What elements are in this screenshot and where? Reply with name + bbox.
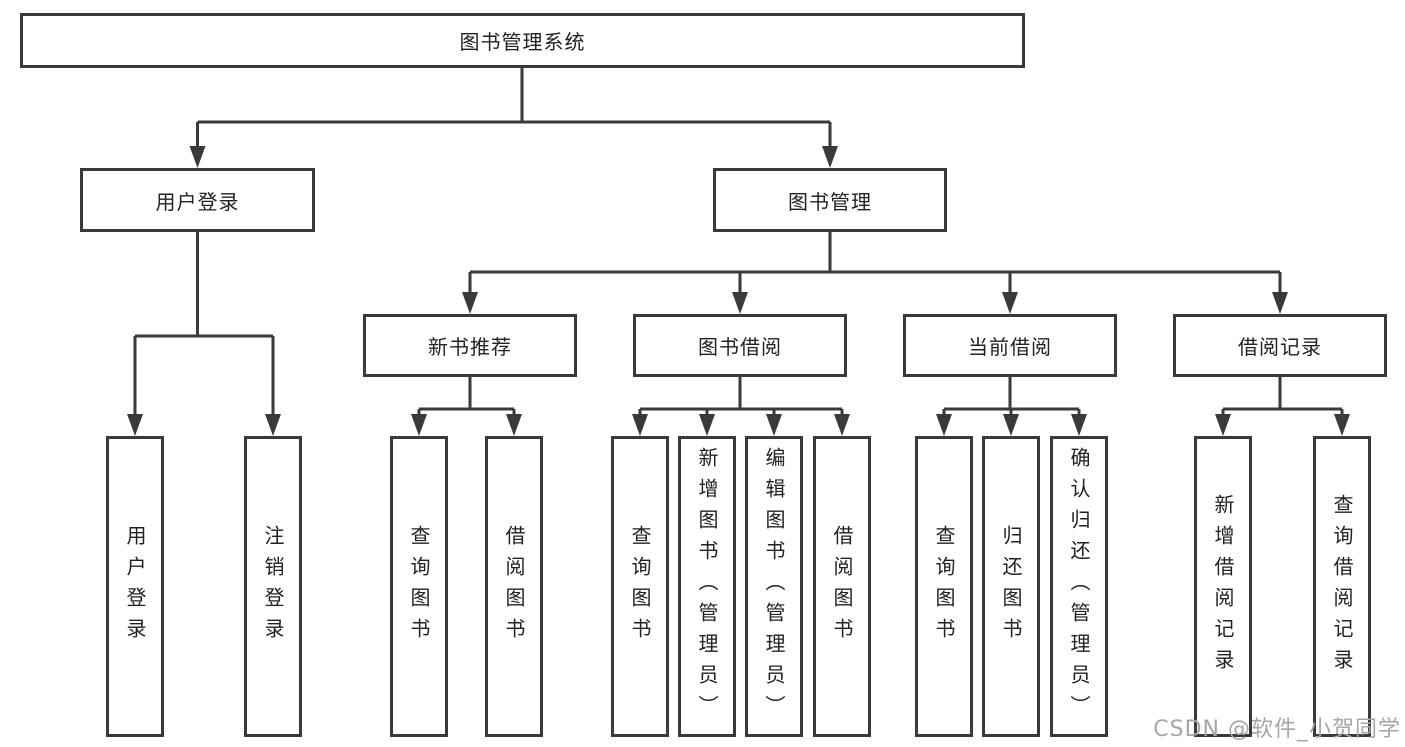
leaf-edit-books-admin-label: 编辑图书（管理员）: [762, 447, 786, 726]
leaf-query-books-current-label: 查询图书: [932, 524, 956, 649]
leaf-query-books-current: 查询图书: [915, 436, 973, 737]
csdn-watermark: CSDN @软件_小贺同学: [1153, 717, 1401, 742]
leaf-borrow-books: 借阅图书: [813, 436, 871, 737]
leaf-user-login-label: 用户登录: [123, 524, 147, 649]
node-root-label: 图书管理系统: [459, 30, 586, 54]
node-new-book-recommend: 新书推荐: [363, 314, 577, 377]
node-current-borrowing: 当前借阅: [903, 314, 1117, 377]
node-user-login: 用户登录: [80, 168, 315, 232]
leaf-borrow-books-recommend: 借阅图书: [485, 436, 543, 737]
node-current-borrowing-label: 当前借阅: [968, 335, 1052, 359]
leaf-query-borrow-record: 查询借阅记录: [1313, 436, 1371, 737]
leaf-confirm-return-admin-label: 确认归还（管理员）: [1067, 447, 1091, 726]
leaf-logout-label: 注销登录: [261, 524, 285, 649]
leaf-add-borrow-record: 新增借阅记录: [1194, 436, 1252, 737]
leaf-confirm-return-admin: 确认归还（管理员）: [1050, 436, 1108, 737]
leaf-query-books-recommend-label: 查询图书: [407, 524, 431, 649]
leaf-return-books: 归还图书: [982, 436, 1040, 737]
leaf-return-books-label: 归还图书: [999, 524, 1023, 649]
leaf-query-borrow-record-label: 查询借阅记录: [1330, 493, 1354, 680]
leaf-user-login: 用户登录: [106, 436, 164, 737]
leaf-borrow-books-recommend-label: 借阅图书: [502, 524, 526, 649]
leaf-add-books-admin: 新增图书（管理员）: [678, 436, 736, 737]
node-user-login-label: 用户登录: [155, 189, 240, 214]
node-root: 图书管理系统: [20, 13, 1025, 68]
node-book-management: 图书管理: [713, 168, 947, 232]
node-borrowing-records: 借阅记录: [1173, 314, 1387, 377]
node-borrowing-records-label: 借阅记录: [1238, 335, 1322, 359]
leaf-add-borrow-record-label: 新增借阅记录: [1211, 493, 1235, 680]
leaf-add-books-admin-label: 新增图书（管理员）: [695, 447, 719, 726]
node-new-book-recommend-label: 新书推荐: [428, 335, 512, 359]
leaf-edit-books-admin: 编辑图书（管理员）: [745, 436, 803, 737]
node-book-borrowing: 图书借阅: [633, 314, 847, 377]
node-book-borrowing-label: 图书借阅: [698, 335, 782, 359]
leaf-borrow-books-label: 借阅图书: [830, 524, 854, 649]
leaf-query-books-borrow: 查询图书: [611, 436, 669, 737]
leaf-query-books-borrow-label: 查询图书: [628, 524, 652, 649]
leaf-logout: 注销登录: [244, 436, 302, 737]
node-book-management-label: 图书管理: [788, 189, 872, 214]
leaf-query-books-recommend: 查询图书: [390, 436, 448, 737]
